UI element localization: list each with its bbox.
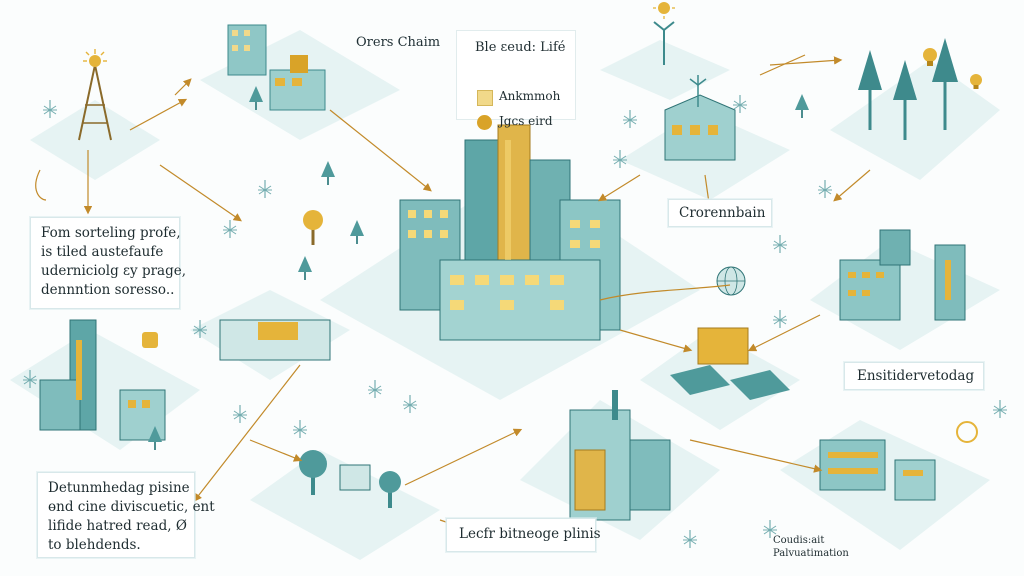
wind-turbine-icon (689, 75, 707, 107)
top-left-buildings (227, 24, 326, 111)
lightbulb-icon (970, 74, 982, 89)
bottom-right-buildings (819, 439, 936, 501)
factory-building (569, 390, 671, 521)
legend-item-1: Ankmmoh (499, 89, 561, 103)
legend-title: Ble ɛeud: Lifé (475, 40, 566, 55)
lightbulb-icon (142, 332, 158, 348)
label-bottom-right: Coudis:ait Palvuatimation (763, 530, 863, 570)
right-buildings (839, 229, 966, 321)
transmission-tower-icon (78, 49, 112, 141)
plate-forest (830, 60, 1000, 180)
label-bottom-left-block: Detunmhedag pisine ɵnd cine diviscuetic,… (37, 472, 215, 558)
bottom-right-line-1: Coudis:ait (773, 535, 825, 546)
forest (858, 38, 958, 140)
bottom-right-line-2: Palvuatimation (773, 548, 849, 559)
label-bottom-center: Lecfr bitneoge plinis (446, 518, 601, 552)
bottom-left-line-2: ɵnd cine diviscuetic, ent (48, 499, 215, 515)
bottom-left-line-1: Detunmhedag pisine (48, 480, 190, 496)
plate-tower (30, 100, 160, 180)
left-block-line-4: dennntion soresso.. (41, 282, 175, 298)
legend-swatch-square (477, 90, 493, 106)
label-left-block: Fom sorteling profe, is tiled austefaufe… (30, 217, 187, 309)
house-building (664, 75, 736, 161)
legend-box: Ble ɛeud: Lifé Ankmmoh Jgcs eird (456, 30, 576, 130)
globe-icon (716, 266, 746, 296)
sun-icon (653, 2, 675, 19)
bottom-trees (299, 450, 401, 508)
wind-turbine-icon (653, 21, 675, 65)
crorennbain-text: Crorennbain (679, 205, 766, 221)
label-orders-chain: Orers Chaim (356, 35, 441, 50)
left-block-line-1: Fom sorteling profe, (41, 225, 181, 241)
bottom-left-line-4: to blehdends. (48, 537, 141, 553)
left-block-line-3: uderniciolg ɛy prage, (41, 263, 187, 279)
plate-bottom-trees (250, 450, 440, 560)
central-skyline (399, 124, 621, 341)
label-crorennbain: Crorennbain (668, 199, 772, 227)
lightbulb-icon (923, 48, 937, 66)
lightbulb-icon (956, 421, 978, 443)
solar-panel-icon (670, 327, 790, 400)
left-buildings (39, 319, 166, 441)
ensitiderveto-text: Ensitiderveto​dag (857, 368, 975, 384)
label-ensitiderveto: Ensitiderveto​dag (844, 362, 984, 390)
plate-left-buildings (10, 330, 200, 450)
legend-swatch-circle (477, 115, 492, 130)
bottom-center-text: Lecfr bitneoge plinis (459, 526, 601, 542)
bottom-left-line-3: lifide hatred read, Ø (48, 518, 187, 534)
left-block-line-2: is tiled austefaufe (41, 244, 164, 260)
left-platform (219, 319, 331, 361)
autumn-tree (303, 210, 323, 245)
legend-item-2: Jgcs eird (499, 114, 553, 128)
